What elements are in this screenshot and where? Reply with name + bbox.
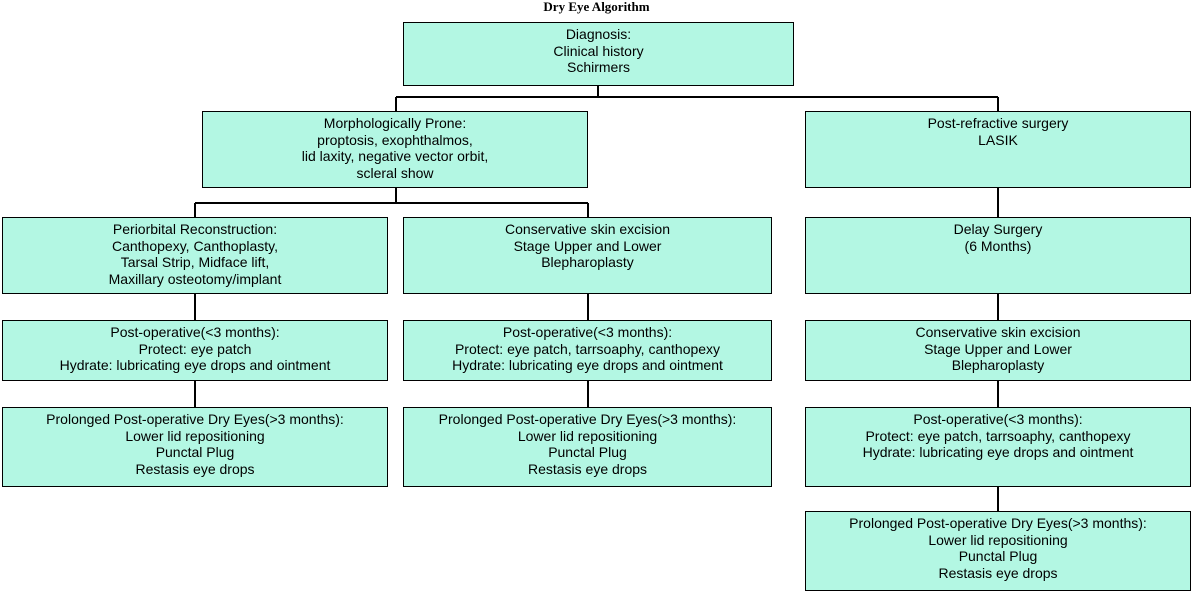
node-line: Prolonged Post-operative Dry Eyes(>3 mon… <box>46 411 344 427</box>
node-post-refractive-surgery: Post-refractive surgery LASIK <box>805 111 1191 188</box>
node-prolonged-left: Prolonged Post-operative Dry Eyes(>3 mon… <box>2 407 388 487</box>
node-line: Post-operative(<3 months): <box>110 324 280 340</box>
node-line: Tarsal Strip, Midface lift, <box>120 254 270 271</box>
node-line: Hydrate: lubricating eye drops and ointm… <box>862 444 1134 461</box>
node-line: scleral show <box>356 164 434 181</box>
node-line: Stage Upper and Lower <box>513 237 662 254</box>
node-line: Blepharoplasty <box>541 254 634 271</box>
node-conservative-excision-right: Conservative skin excision Stage Upper a… <box>805 320 1191 381</box>
node-conservative-excision-middle: Conservative skin excision Stage Upper a… <box>403 217 772 294</box>
node-line: proptosis, exophthalmos, <box>317 131 473 148</box>
node-line: Lower lid repositioning <box>517 427 658 444</box>
node-prolonged-middle: Prolonged Post-operative Dry Eyes(>3 mon… <box>403 407 772 487</box>
node-delay-surgery: Delay Surgery (6 Months) <box>805 217 1191 294</box>
node-line: Punctal Plug <box>958 548 1038 565</box>
node-line: Post-refractive surgery <box>927 115 1069 131</box>
node-line: Punctal Plug <box>155 444 235 461</box>
node-line: Conservative skin excision <box>915 324 1081 340</box>
node-line: Prolonged Post-operative Dry Eyes(>3 mon… <box>438 411 737 427</box>
node-line: Periorbital Reconstruction: <box>112 221 278 237</box>
node-line: Prolonged Post-operative Dry Eyes(>3 mon… <box>849 515 1147 531</box>
node-line: Canthopexy, Canthoplasty, <box>111 237 279 254</box>
node-line: Protect: eye patch, tarrsoaphy, canthope… <box>865 427 1131 444</box>
node-line: Protect: eye patch, tarrsoaphy, canthope… <box>454 340 721 357</box>
node-line: Restasis eye drops <box>135 460 255 477</box>
node-line: Maxillary osteotomy/implant <box>108 270 282 287</box>
node-line: Morphologically Prone: <box>323 115 467 131</box>
node-line: Post-operative(<3 months): <box>502 324 673 340</box>
node-line: Hydrate: lubricating eye drops and ointm… <box>452 357 723 374</box>
node-line: lid laxity, negative vector orbit, <box>301 148 489 165</box>
node-postop-left: Post-operative(<3 months): Protect: eye … <box>2 320 388 381</box>
node-line: Hydrate: lubricating eye drops and ointm… <box>59 357 331 374</box>
node-line: (6 Months) <box>964 237 1032 254</box>
node-line: Restasis eye drops <box>938 564 1058 581</box>
node-periorbital-reconstruction: Periorbital Reconstruction: Canthopexy, … <box>2 217 388 294</box>
node-line: Punctal Plug <box>548 444 627 461</box>
node-line: Lower lid repositioning <box>928 531 1068 548</box>
diagram-title: Dry Eye Algorithm <box>543 0 650 14</box>
node-line: Blepharoplasty <box>951 357 1045 374</box>
node-line: Conservative skin excision <box>505 221 670 237</box>
node-morphologically-prone: Morphologically Prone: proptosis, exopht… <box>202 111 588 188</box>
node-postop-right: Post-operative(<3 months): Protect: eye … <box>805 407 1191 487</box>
node-line: Diagnosis: <box>565 26 632 42</box>
node-line: Protect: eye patch <box>138 340 252 357</box>
node-line: Delay Surgery <box>953 221 1043 237</box>
node-prolonged-right: Prolonged Post-operative Dry Eyes(>3 mon… <box>805 511 1191 591</box>
node-line: Post-operative(<3 months): <box>913 411 1083 427</box>
node-line: Lower lid repositioning <box>125 427 265 444</box>
node-line: LASIK <box>978 131 1018 148</box>
node-line: Stage Upper and Lower <box>924 340 1072 357</box>
node-line: Restasis eye drops <box>527 460 648 477</box>
node-line: Clinical history <box>553 42 644 59</box>
node-postop-middle: Post-operative(<3 months): Protect: eye … <box>403 320 772 381</box>
node-diagnosis: Diagnosis: Clinical history Schirmers <box>403 22 794 86</box>
node-line: Schirmers <box>566 59 630 76</box>
